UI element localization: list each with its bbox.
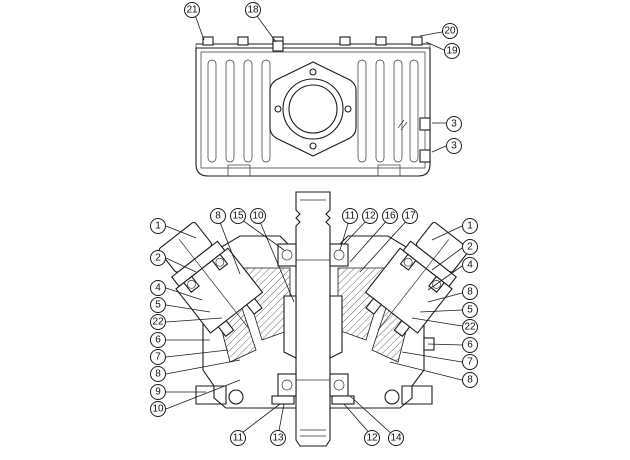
svg-text:12: 12 bbox=[366, 433, 378, 444]
callout-18: 18 bbox=[245, 2, 261, 18]
callout-22-right: 22 bbox=[462, 319, 478, 335]
svg-text:8: 8 bbox=[467, 287, 473, 298]
svg-text:15: 15 bbox=[232, 211, 244, 222]
svg-text:7: 7 bbox=[155, 352, 161, 363]
callout-8-right-2: 8 bbox=[462, 372, 478, 388]
bearing-top-right bbox=[329, 243, 349, 267]
svg-text:18: 18 bbox=[247, 5, 259, 16]
top-view bbox=[195, 36, 431, 177]
svg-text:7: 7 bbox=[467, 357, 473, 368]
central-shaft bbox=[295, 191, 331, 447]
top-bolts bbox=[202, 36, 423, 52]
svg-text:10: 10 bbox=[152, 404, 164, 415]
svg-text:22: 22 bbox=[464, 322, 476, 333]
right-foot bbox=[401, 385, 433, 405]
callout-10-top: 10 bbox=[250, 208, 266, 224]
callout-22-left: 22 bbox=[150, 314, 166, 330]
svg-text:4: 4 bbox=[467, 260, 473, 271]
callout-11-bottom: 11 bbox=[230, 430, 246, 446]
svg-text:5: 5 bbox=[467, 305, 473, 316]
callout-14: 14 bbox=[388, 430, 404, 446]
callout-12-bottom: 12 bbox=[364, 430, 380, 446]
callout-17: 17 bbox=[402, 208, 418, 224]
housing-inner-edge bbox=[200, 51, 426, 169]
svg-text:19: 19 bbox=[446, 46, 458, 57]
svg-text:21: 21 bbox=[186, 5, 198, 16]
svg-text:9: 9 bbox=[155, 387, 161, 398]
svg-text:2: 2 bbox=[155, 253, 161, 264]
left-foot bbox=[195, 385, 227, 405]
svg-text:5: 5 bbox=[155, 300, 161, 311]
callout-10-bottom: 10 bbox=[150, 401, 166, 417]
callout-8-left: 8 bbox=[150, 366, 166, 382]
callout-9: 9 bbox=[150, 384, 166, 400]
cooling-fins-right bbox=[357, 59, 419, 163]
callout-3-upper: 3 bbox=[446, 116, 462, 132]
bearing-bottom-left bbox=[277, 373, 297, 397]
svg-text:8: 8 bbox=[215, 211, 221, 222]
svg-text:3: 3 bbox=[451, 119, 457, 130]
leader-lines bbox=[165, 11, 463, 437]
svg-text:8: 8 bbox=[155, 369, 161, 380]
callout-4-right: 4 bbox=[462, 257, 478, 273]
callout-13: 13 bbox=[270, 430, 286, 446]
callout-11-top: 11 bbox=[342, 208, 358, 224]
center-bore-inner bbox=[288, 84, 338, 134]
svg-text:11: 11 bbox=[345, 211, 356, 222]
svg-text:14: 14 bbox=[390, 433, 402, 444]
bolt-18 bbox=[272, 40, 284, 52]
svg-text:6: 6 bbox=[467, 340, 473, 351]
center-flange bbox=[269, 61, 357, 157]
svg-text:4: 4 bbox=[155, 283, 161, 294]
svg-text:1: 1 bbox=[155, 221, 161, 232]
callout-15: 15 bbox=[230, 208, 246, 224]
callout-1-left: 1 bbox=[150, 218, 166, 234]
svg-text:1: 1 bbox=[467, 221, 473, 232]
callout-6-right: 6 bbox=[462, 337, 478, 353]
callout-7-right: 7 bbox=[462, 354, 478, 370]
center-bore-outer bbox=[282, 78, 344, 140]
callout-12-top: 12 bbox=[362, 208, 378, 224]
svg-text:22: 22 bbox=[152, 317, 164, 328]
svg-text:2: 2 bbox=[467, 242, 473, 253]
svg-text:12: 12 bbox=[364, 211, 376, 222]
callout-3-lower: 3 bbox=[446, 138, 462, 154]
callout-16: 16 bbox=[382, 208, 398, 224]
cooling-fins-left bbox=[207, 59, 271, 163]
housing-outline bbox=[195, 47, 431, 177]
callout-2-right: 2 bbox=[462, 239, 478, 255]
callout-1-right: 1 bbox=[462, 218, 478, 234]
svg-text:20: 20 bbox=[444, 26, 456, 37]
bearing-bottom-right bbox=[329, 373, 349, 397]
callout-4-left: 4 bbox=[150, 280, 166, 296]
callout-8-right-1: 8 bbox=[462, 284, 478, 300]
svg-text:6: 6 bbox=[155, 335, 161, 346]
plug-3-lower bbox=[419, 149, 431, 163]
svg-text:8: 8 bbox=[467, 375, 473, 386]
callout-2-left: 2 bbox=[150, 250, 166, 266]
callout-21: 21 bbox=[184, 2, 200, 18]
svg-text:16: 16 bbox=[384, 211, 396, 222]
left-input-shaft bbox=[158, 221, 264, 338]
callout-5-left: 5 bbox=[150, 297, 166, 313]
callout-20: 20 bbox=[442, 23, 458, 39]
svg-text:3: 3 bbox=[451, 141, 457, 152]
callout-7-left: 7 bbox=[150, 349, 166, 365]
bearing-top-left bbox=[277, 243, 297, 267]
svg-text:11: 11 bbox=[233, 433, 244, 444]
callout-6-left: 6 bbox=[150, 332, 166, 348]
callout-5-right: 5 bbox=[462, 302, 478, 318]
svg-text:17: 17 bbox=[404, 211, 416, 222]
callout-8-top: 8 bbox=[210, 208, 226, 224]
plug-3-upper bbox=[419, 117, 431, 131]
callout-19: 19 bbox=[444, 43, 460, 59]
svg-text:10: 10 bbox=[252, 211, 264, 222]
section-view bbox=[158, 191, 470, 447]
svg-text:13: 13 bbox=[272, 433, 284, 444]
